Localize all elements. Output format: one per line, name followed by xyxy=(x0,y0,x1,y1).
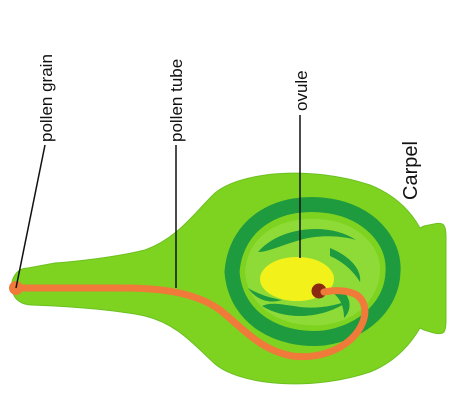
ovule-label: ovule xyxy=(292,70,311,111)
pollen-tube-label: pollen tube xyxy=(167,59,186,142)
pollen-grain-label: pollen grain xyxy=(37,54,56,142)
carpel-label: Carpel xyxy=(400,141,422,200)
